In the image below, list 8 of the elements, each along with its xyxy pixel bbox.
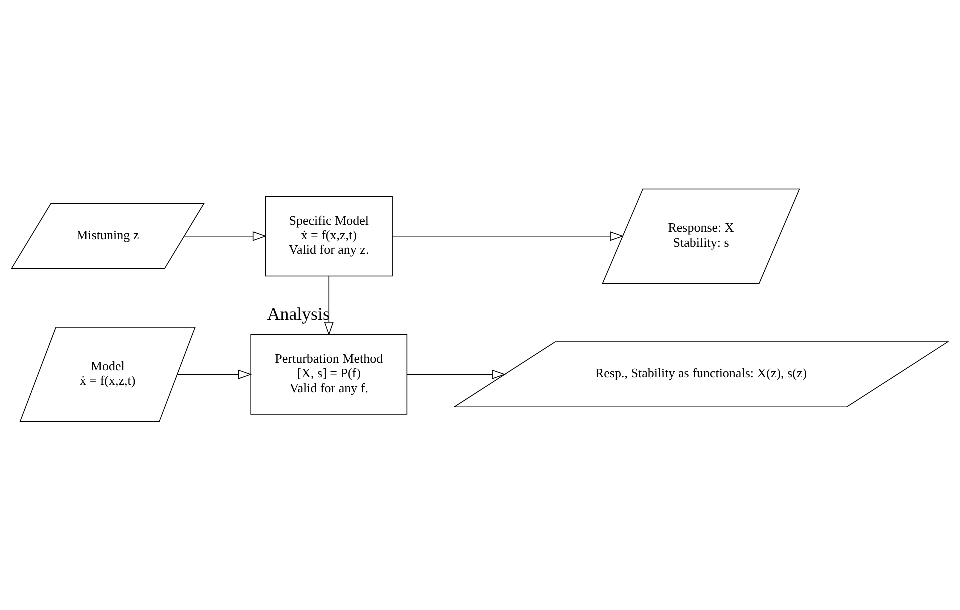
arrow (184, 231, 267, 241)
arrow (392, 231, 624, 241)
arrow (407, 369, 506, 379)
arrow (177, 369, 252, 379)
node-box: Specific Model ẋ = f(x,z,t) Valid for any z. (265, 196, 393, 276)
arrow (324, 275, 334, 336)
edge-label: Analysis (267, 303, 330, 324)
node-box: Perturbation Method [X, s] = P(f) Valid for any f. (250, 334, 408, 414)
